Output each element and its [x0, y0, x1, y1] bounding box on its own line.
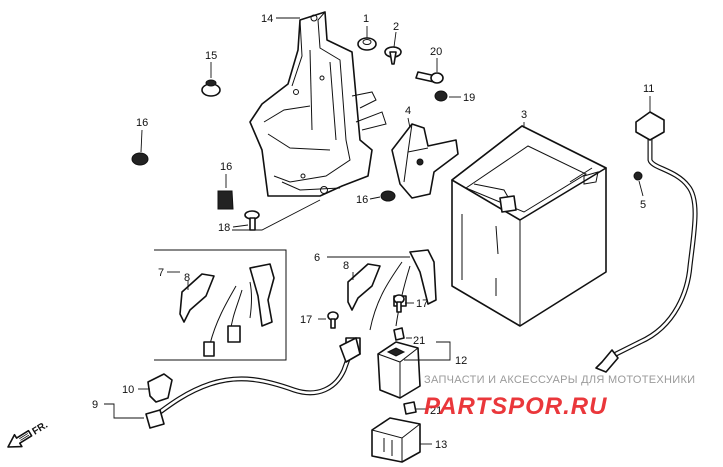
- label-20: 20: [430, 46, 442, 58]
- callout-numbers: 14 1 2 20 19 15 16 16 16 18 4 3 11 5 7 8…: [92, 13, 654, 451]
- label-2: 2: [393, 21, 399, 33]
- negative-cable-part-11: [595, 111, 698, 373]
- label-14: 14: [261, 13, 273, 25]
- bolt-part-2: [384, 46, 402, 65]
- label-9: 9: [92, 399, 98, 411]
- label-5: 5: [640, 199, 646, 211]
- nut-part-1: [357, 37, 377, 51]
- label-17-left: 17: [300, 314, 312, 326]
- wire-harness-part-7: [154, 249, 287, 361]
- watermark-brand: PARTSPOR.RU: [424, 393, 607, 420]
- relay-cover-part-13: [371, 417, 421, 463]
- relay-part-12: [377, 327, 421, 415]
- label-16-left: 16: [136, 117, 148, 129]
- bolt-part-20: [415, 71, 444, 84]
- label-10: 10: [122, 384, 134, 396]
- label-13: 13: [435, 439, 447, 451]
- label-21-bottom: 21: [430, 405, 442, 417]
- direction-label: FR.: [30, 420, 50, 438]
- front-direction-arrow: FR.: [7, 420, 50, 448]
- cushion-part-16-right: [380, 190, 396, 202]
- watermark: ЗАПЧАСТИ И АКСЕССУАРЫ ДЛЯ МОТОТЕХНИКИ PA…: [424, 374, 695, 420]
- label-8-mid: 8: [343, 260, 349, 272]
- bolt-part-17-right: [393, 294, 405, 313]
- label-7: 7: [158, 267, 164, 279]
- label-16-right: 16: [356, 194, 368, 206]
- positive-cable-part-9: [145, 337, 361, 429]
- arrow-icon: [7, 429, 33, 448]
- label-12: 12: [455, 355, 467, 367]
- label-21-top: 21: [413, 335, 425, 347]
- label-11: 11: [643, 83, 654, 95]
- leader-lines: [104, 17, 651, 445]
- watermark-caption: ЗАПЧАСТИ И АКСЕССУАРЫ ДЛЯ МОТОТЕХНИКИ: [424, 374, 695, 386]
- label-18: 18: [218, 222, 230, 234]
- label-15: 15: [205, 50, 217, 62]
- label-3: 3: [521, 109, 527, 121]
- bolt-part-18: [244, 210, 260, 231]
- label-6: 6: [314, 252, 320, 264]
- label-4: 4: [405, 105, 411, 117]
- bolt-part-17-left: [327, 311, 339, 329]
- nut-part-19: [434, 90, 448, 102]
- battery-bracket: [249, 11, 387, 197]
- label-19: 19: [463, 92, 475, 104]
- cushion-part-16-left: [131, 152, 149, 166]
- label-16-mid: 16: [220, 161, 232, 173]
- label-1: 1: [363, 13, 369, 25]
- holder-part-4: [391, 123, 459, 199]
- label-8-left: 8: [184, 272, 190, 284]
- grommet-part-15: [201, 79, 221, 97]
- battery-part-3: [451, 125, 607, 327]
- cushion-part-16-mid: [217, 190, 234, 210]
- label-17-right: 17: [416, 298, 428, 310]
